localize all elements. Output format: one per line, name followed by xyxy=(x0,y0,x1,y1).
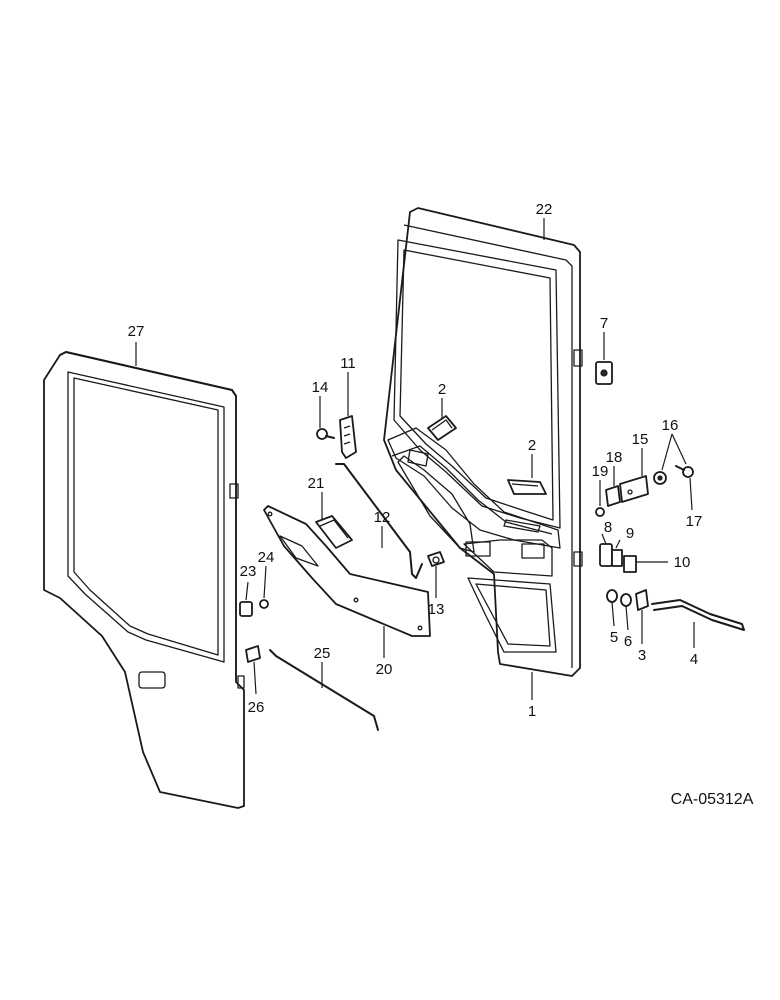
rod-clip-lower xyxy=(245,645,261,663)
callout-20: 20 xyxy=(376,661,393,678)
callout-16: 16 xyxy=(662,417,679,434)
callout-21: 21 xyxy=(308,475,325,492)
callout-labels: 27 22 7 11 14 2 2 15 16 17 18 19 8 9 10 … xyxy=(128,201,703,720)
drawing-code: CA-05312A xyxy=(671,791,754,808)
callout-2-upper: 2 xyxy=(438,381,446,398)
lock-spring xyxy=(595,507,605,517)
callout-9: 9 xyxy=(626,525,634,542)
callout-11: 11 xyxy=(340,355,356,372)
latch-cover xyxy=(623,555,637,573)
callout-25: 25 xyxy=(314,645,331,662)
frame-lower-slot xyxy=(465,541,491,557)
callout-15: 15 xyxy=(632,431,649,448)
handle-screw xyxy=(316,428,335,440)
callout-13: 13 xyxy=(428,601,445,618)
key xyxy=(675,465,694,478)
callout-2-lower: 2 xyxy=(528,437,536,454)
callout-1: 1 xyxy=(528,703,536,720)
callout-22: 22 xyxy=(536,201,553,218)
lock-retainer-clip xyxy=(605,485,621,507)
lock-cylinder xyxy=(653,471,667,485)
latch-plate xyxy=(599,543,613,567)
callout-24: 24 xyxy=(258,549,275,566)
callout-17: 17 xyxy=(686,513,703,530)
door-pull-insert-lower xyxy=(507,479,547,495)
bushing xyxy=(620,593,632,607)
rod-clip xyxy=(427,551,445,567)
callout-18: 18 xyxy=(606,449,623,466)
latch-rod xyxy=(335,463,423,579)
hinge-bracket xyxy=(595,361,613,385)
armrest-pad xyxy=(315,515,353,549)
callout-3: 3 xyxy=(638,647,646,664)
trim-panel xyxy=(263,505,431,637)
leader-lines xyxy=(135,218,695,700)
callout-26: 26 xyxy=(248,699,265,716)
door-pull-insert-upper xyxy=(427,415,457,441)
callout-12: 12 xyxy=(374,509,391,526)
callout-4: 4 xyxy=(690,651,698,668)
door-check-rod xyxy=(651,599,745,631)
callout-27: 27 xyxy=(128,323,145,340)
outer-door-hinge-tab xyxy=(229,483,239,499)
callout-5: 5 xyxy=(610,629,618,646)
connecting-rod xyxy=(269,649,379,731)
frame-lower-slot-right xyxy=(521,543,545,559)
striker xyxy=(635,589,649,611)
callout-6: 6 xyxy=(624,633,632,650)
callout-10: 10 xyxy=(674,554,691,571)
callout-14: 14 xyxy=(312,379,329,396)
lock-assembly xyxy=(619,475,649,503)
callout-8: 8 xyxy=(604,519,612,536)
lock-knob xyxy=(239,601,253,617)
inner-door-frame xyxy=(383,207,583,677)
callout-23: 23 xyxy=(240,563,257,580)
callout-19: 19 xyxy=(592,463,609,480)
washer xyxy=(606,589,618,603)
knob-screw xyxy=(259,599,269,609)
outer-door-panel xyxy=(43,351,245,809)
outer-door-handle-recess xyxy=(138,671,166,689)
callout-7: 7 xyxy=(600,315,608,332)
latch-spacer xyxy=(611,549,623,567)
inside-handle xyxy=(339,415,357,459)
